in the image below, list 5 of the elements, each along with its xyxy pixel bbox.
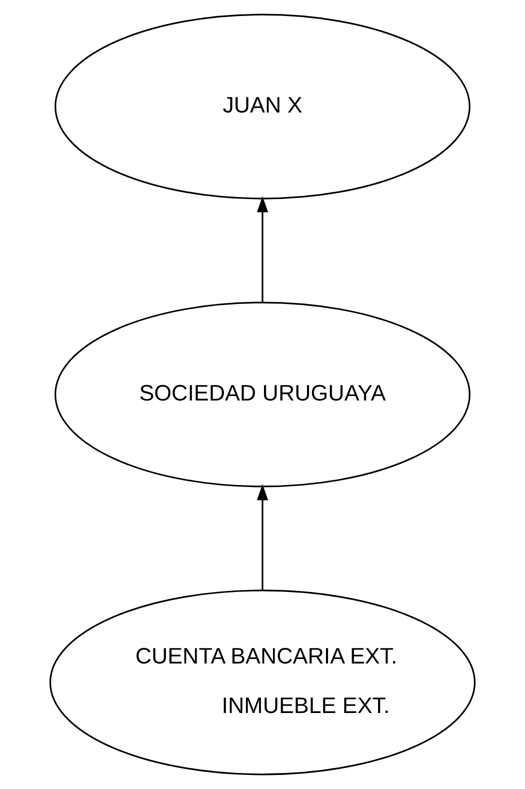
node-ellipse: JUAN X <box>54 14 470 200</box>
node-ellipse: CUENTA BANCARIA EXT. INMUEBLE EXT. <box>49 590 476 776</box>
arrow <box>256 484 268 590</box>
node-ellipse: SOCIEDAD URUGUAYA <box>54 302 470 488</box>
arrow <box>256 196 268 302</box>
